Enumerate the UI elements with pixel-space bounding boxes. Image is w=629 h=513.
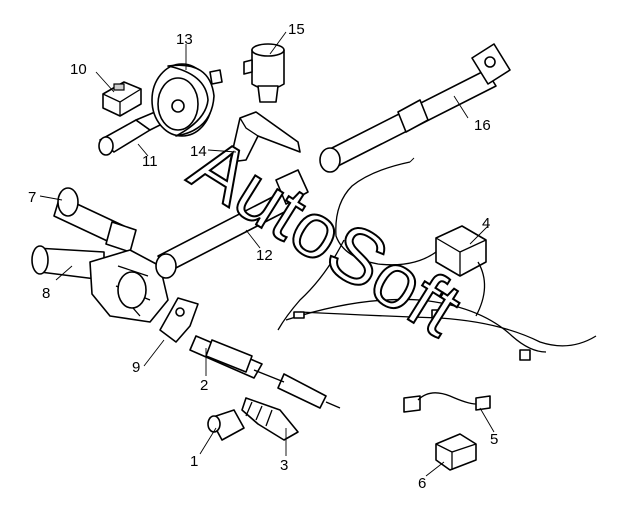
part-1-bush	[207, 409, 245, 441]
callout-7: 7	[28, 189, 36, 206]
part-12-propshaft	[155, 169, 309, 279]
callout-4: 4	[482, 215, 490, 232]
callout-11: 11	[142, 153, 158, 170]
callout-5: 5	[490, 431, 498, 448]
callout-10: 10	[70, 61, 87, 78]
callout-1: 1	[190, 453, 198, 470]
part-13-disc	[151, 63, 223, 137]
callout-15: 15	[288, 21, 305, 38]
callout-16: 16	[474, 117, 491, 134]
part-4-harness	[277, 157, 597, 361]
part-10-block	[102, 81, 142, 117]
part-16-propshaft	[319, 43, 511, 173]
part-5-sensor	[403, 392, 491, 413]
part-15-mount	[243, 43, 285, 103]
part-6-module	[435, 433, 477, 471]
part-7-shaft	[53, 187, 137, 253]
callout-6: 6	[418, 475, 426, 492]
callout-3: 3	[280, 457, 288, 474]
part-14-bracket	[229, 111, 301, 163]
callout-2: 2	[200, 377, 208, 394]
part-3-boot	[241, 397, 299, 441]
part-8-differential	[31, 245, 169, 323]
callout-13: 13	[176, 31, 193, 48]
part-9-bracket	[159, 297, 199, 343]
callout-14: 14	[190, 143, 207, 160]
callout-9: 9	[132, 359, 140, 376]
part-4-module	[435, 225, 487, 277]
leader-lines	[39, 31, 495, 477]
part-11-joint	[98, 111, 163, 156]
callout-8: 8	[42, 285, 50, 302]
part-2-driveshaft	[189, 335, 341, 409]
callout-12: 12	[256, 247, 273, 264]
